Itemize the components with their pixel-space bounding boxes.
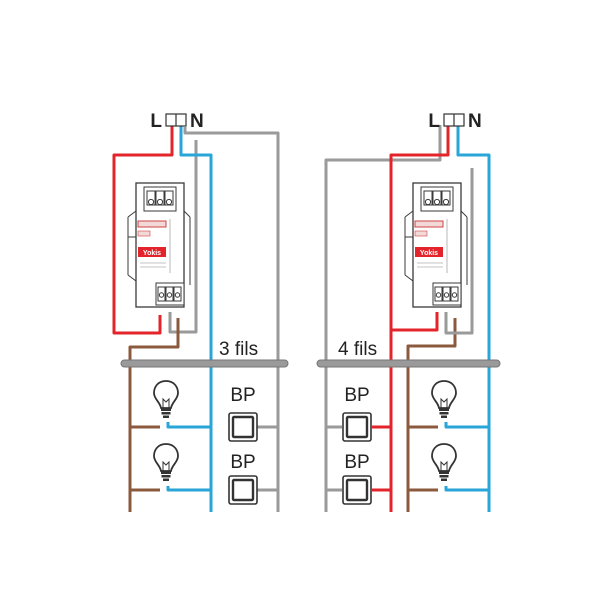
label-n: N <box>190 111 204 132</box>
right-neutral-lamp-2 <box>444 486 489 492</box>
left-grey-bp-link <box>168 140 198 334</box>
pushbutton-icon <box>341 411 373 443</box>
right-neutral-wire <box>456 125 491 512</box>
right-phase-wire <box>389 125 450 512</box>
pushbutton-icon <box>341 474 373 506</box>
lightbulb-icon <box>153 380 179 419</box>
bp-label: BP <box>344 452 369 473</box>
left-neutral-lamp-2 <box>166 486 211 492</box>
left-neutral-wire <box>179 125 213 512</box>
wires-label: 3 fils <box>219 339 258 360</box>
right-phase-to-module <box>391 312 439 332</box>
module-right <box>404 182 468 308</box>
left-neutral-lamp-1 <box>166 422 211 429</box>
left-brown-wire <box>128 318 180 512</box>
label-n: N <box>468 111 482 132</box>
right-circuit: L N 4 fils BP BP <box>316 111 501 512</box>
bp-label: BP <box>344 385 369 406</box>
lightbulb-icon <box>153 443 179 482</box>
left-phase-wire <box>112 125 174 335</box>
module-left <box>127 182 191 308</box>
left-circuit: L N 3 fils BP BP <box>112 111 289 512</box>
label-l: L <box>428 111 440 132</box>
pushbutton-icon <box>227 474 259 506</box>
pushbutton-icon <box>227 411 259 443</box>
right-neutral-lamp-1 <box>444 422 489 429</box>
cable-bundle <box>120 359 289 368</box>
cable-bundle <box>316 359 501 368</box>
bp-label: BP <box>230 385 255 406</box>
right-brown-wire <box>406 318 457 512</box>
right-grey-bp-link <box>444 168 474 335</box>
wires-label: 4 fils <box>338 339 377 360</box>
right-grey-wire <box>324 125 442 512</box>
bp-label: BP <box>230 452 255 473</box>
left-grey-wire <box>183 127 280 512</box>
lightbulb-icon <box>431 380 457 419</box>
label-l: L <box>150 111 162 132</box>
lightbulb-icon <box>431 443 457 482</box>
